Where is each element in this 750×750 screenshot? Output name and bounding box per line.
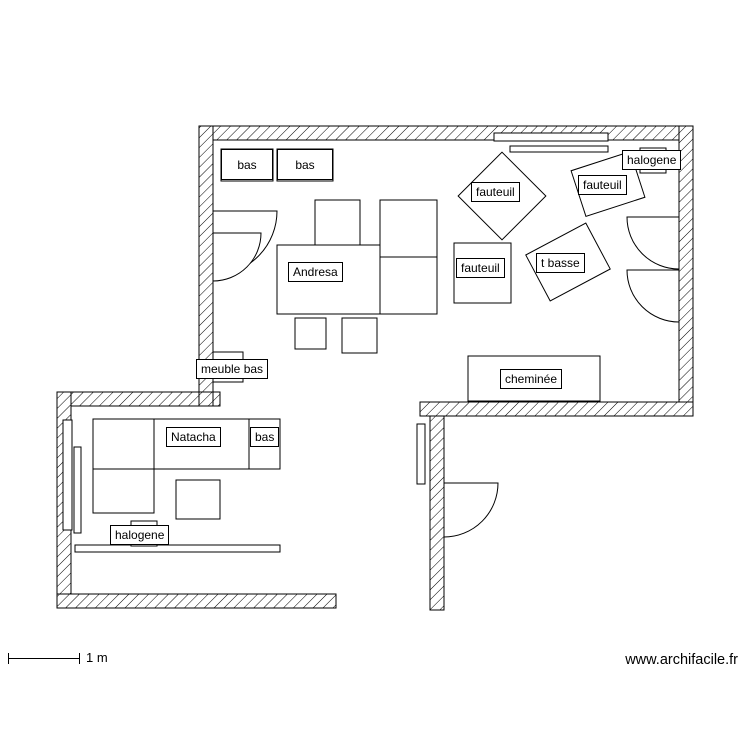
scale-label: 1 m bbox=[86, 650, 108, 665]
furniture-label-natacha: Natacha bbox=[166, 427, 221, 447]
furniture-label-andresa: Andresa bbox=[288, 262, 343, 282]
furniture-label-halogene-1: halogene bbox=[622, 150, 682, 170]
furniture-label-bas-1: bas bbox=[221, 149, 273, 180]
furniture-label-cheminee: cheminée bbox=[500, 369, 563, 389]
furniture-label-fauteuil-1: fauteuil bbox=[471, 182, 520, 202]
furniture-label-fauteuil-3: fauteuil bbox=[456, 258, 505, 278]
furniture-label-table-basse: t basse bbox=[536, 253, 585, 273]
watermark: www.archifacile.fr bbox=[625, 652, 738, 668]
windows bbox=[62, 132, 609, 534]
furniture-label-bas-2: bas bbox=[277, 149, 333, 180]
furniture-shapes bbox=[92, 147, 667, 547]
furniture-label-meuble-bas: meuble bas bbox=[196, 359, 269, 379]
doors bbox=[212, 210, 680, 538]
furniture-label-bas-3: bas bbox=[250, 427, 280, 447]
furniture-label-fauteuil-2: fauteuil bbox=[578, 175, 627, 195]
scale-bar: 1 m bbox=[8, 650, 108, 665]
furniture-label-halogene-2: halogene bbox=[110, 525, 170, 545]
scale-bar-graphic bbox=[8, 652, 80, 664]
